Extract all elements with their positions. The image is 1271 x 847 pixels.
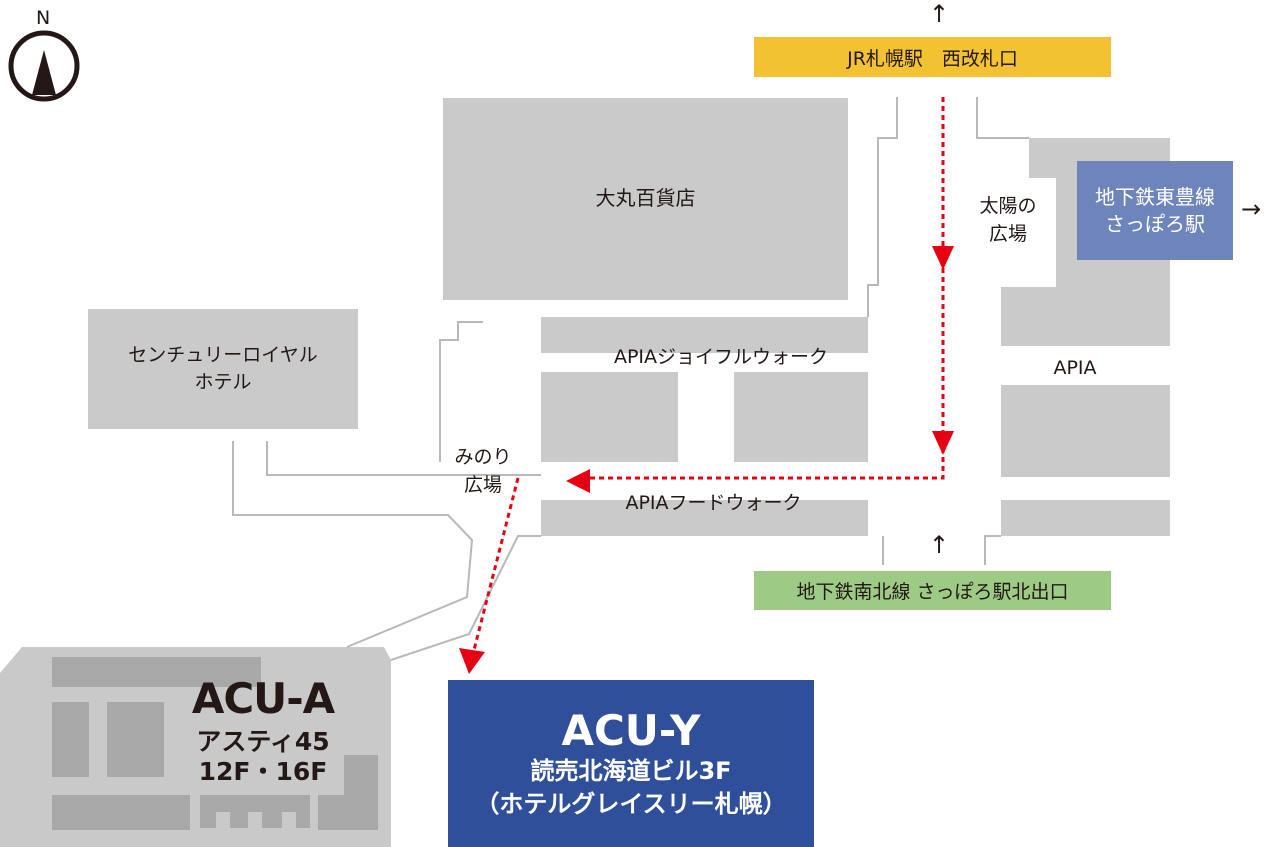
compass-label: N xyxy=(36,7,51,29)
acu-a-name: ACU-A xyxy=(191,674,335,723)
toho-station-label: さっぽろ駅 xyxy=(1105,211,1205,236)
wall-6 xyxy=(976,97,1029,139)
century-royal-line1: センチュリーロイヤル xyxy=(128,344,318,367)
apia-joyful-strip xyxy=(541,317,868,353)
century-royal-building xyxy=(88,309,358,429)
apia-block-1 xyxy=(541,372,678,462)
apia-joyful-label: APIAジョイフルウォーク xyxy=(613,346,829,368)
century-royal-label: センチュリーロイヤル ホテル xyxy=(88,309,358,429)
apia-block-2 xyxy=(734,372,868,462)
jr-west-gate-sign: JR札幌駅 西改札口 xyxy=(754,37,1111,77)
taiyo-plaza-line2: 広場 xyxy=(988,222,1027,245)
minori-plaza-line1: みのり xyxy=(454,446,512,468)
acu-a-floors: 12F・16F xyxy=(198,757,328,786)
century-royal-line2: ホテル xyxy=(194,371,252,393)
nanboku-exit-sign: 地下鉄南北線 さっぽろ駅北出口 xyxy=(754,571,1111,610)
route-line-1 xyxy=(578,97,945,480)
jr-west-gate-label: JR札幌駅 西改札口 xyxy=(847,47,1018,70)
acu-y-line1: 読売北海道ビル3F xyxy=(530,757,732,786)
acu-a-sub: アスティ45 xyxy=(196,727,330,756)
daimaru-building xyxy=(443,98,848,300)
acu-a-building xyxy=(0,647,391,847)
taiyo-plaza-label: 太陽の 広場 xyxy=(965,193,1051,248)
minori-plaza-line2: 広場 xyxy=(463,473,502,496)
acu-y-name: ACU-Y xyxy=(561,705,701,755)
wall-1 xyxy=(232,441,474,648)
compass-ring xyxy=(8,30,80,102)
route-arrow-icon xyxy=(566,469,590,493)
minori-plaza-label: みのり 広場 xyxy=(440,444,526,499)
compass xyxy=(8,30,80,102)
route xyxy=(459,97,954,674)
wall-2 xyxy=(266,441,541,476)
apia-food-strip xyxy=(541,500,868,536)
route-arrow-icon xyxy=(932,431,954,455)
right-arrow-icon: → xyxy=(1241,195,1262,223)
north-arrow-icon xyxy=(32,50,56,95)
acu-a-room-bottom xyxy=(52,795,190,830)
route-line-2 xyxy=(472,477,520,651)
acu-a-room-right xyxy=(318,755,378,830)
acu-a-room-mid xyxy=(107,702,164,777)
acu-a-room-top xyxy=(52,657,261,687)
up-arrow-icon: ↑ xyxy=(929,0,950,28)
wall-8 xyxy=(984,535,1001,565)
route-arrow-icon xyxy=(459,648,485,674)
taiyo-plaza-line1: 太陽の xyxy=(979,195,1037,217)
nanboku-exit-label: 地下鉄南北線 さっぽろ駅北出口 xyxy=(796,581,1069,603)
acu-y-line2: （ホテルグレイスリー札幌） xyxy=(475,789,787,818)
acu-a-room-cells xyxy=(200,795,310,828)
toho-line-sign: 地下鉄東豊線 さっぽろ駅 xyxy=(1077,161,1233,260)
toho-line-label: 地下鉄東豊線 xyxy=(1095,184,1215,209)
apia-east-4 xyxy=(1001,500,1170,536)
daimaru-label: 大丸百貨店 xyxy=(595,186,696,210)
wall-5 xyxy=(867,97,898,317)
route-arrow-icon xyxy=(932,246,954,270)
walkway-outlines xyxy=(232,97,1029,661)
wall-4 xyxy=(439,321,483,462)
wall-3 xyxy=(390,535,541,661)
buildings xyxy=(88,98,1170,536)
acu-a-room-left xyxy=(52,702,89,777)
acu-y-building: ACU-Y 読売北海道ビル3F （ホテルグレイスリー札幌） xyxy=(448,680,814,847)
apia-label: APIA xyxy=(1053,357,1097,379)
apia-east-3 xyxy=(1001,385,1170,477)
apia-food-label: APIAフードウォーク xyxy=(625,492,802,514)
up-arrow-icon: ↑ xyxy=(929,531,950,559)
